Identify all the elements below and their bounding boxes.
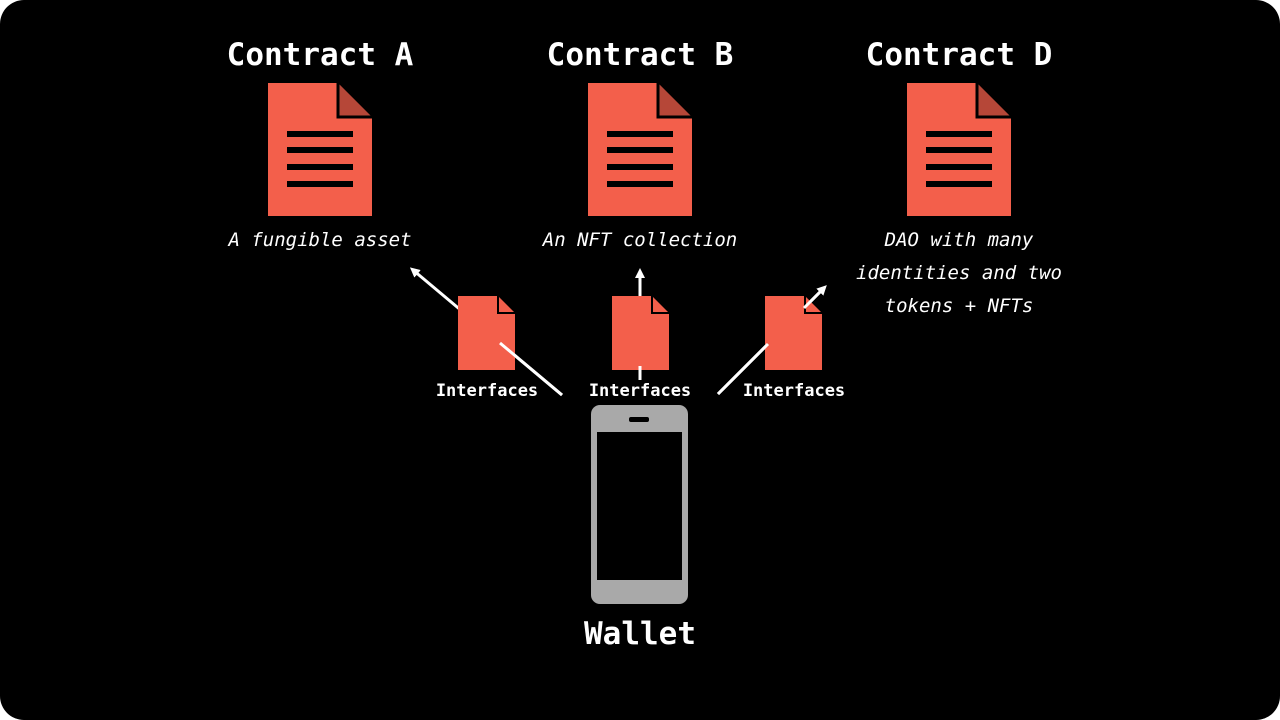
contract-d-description: DAO with many identities and two tokens … — [789, 224, 1129, 323]
description-line: tokens + NFTs — [884, 295, 1034, 317]
contract-a-title: Contract A — [226, 37, 414, 73]
smartphone-icon — [591, 405, 688, 604]
contract-a-description: A fungible asset — [150, 224, 490, 257]
contract-d-title: Contract D — [865, 37, 1053, 73]
description-line: A fungible asset — [228, 229, 412, 251]
interface-document-icon — [765, 296, 822, 370]
contract-b-title: Contract B — [546, 37, 734, 73]
arrow-to-contract-a-lower — [499, 341, 563, 397]
contract-d-document-icon — [907, 83, 1011, 216]
contract-b-description: An NFT collection — [470, 224, 810, 257]
description-line: DAO with many — [884, 229, 1034, 251]
interface-label-b: Interfaces — [588, 381, 692, 401]
interface-document-icon — [612, 296, 669, 370]
contract-a-document-icon — [268, 83, 372, 216]
description-line: identities and two — [856, 262, 1062, 284]
interface-document-icon — [458, 296, 515, 370]
arrow-to-contract-d-lower — [716, 342, 770, 396]
interface-label-d: Interfaces — [742, 381, 846, 401]
description-line: An NFT collection — [542, 229, 738, 251]
wallet-label: Wallet — [584, 616, 696, 652]
interface-label-a: Interfaces — [435, 381, 539, 401]
contract-b-document-icon — [588, 83, 692, 216]
arrow-to-contract-d-upper — [802, 290, 822, 310]
